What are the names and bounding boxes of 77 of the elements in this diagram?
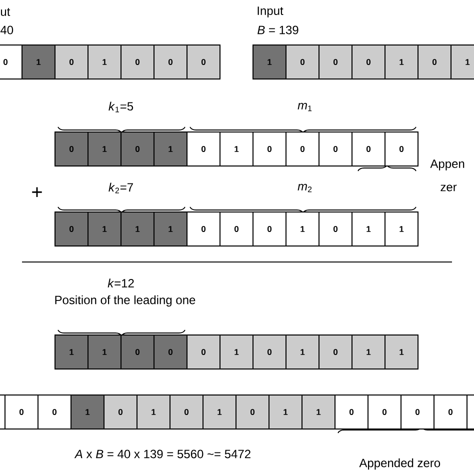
bit-cell: 1 [220,334,254,370]
label: Appended zero [359,458,440,470]
bit-cell: 0 [154,44,188,80]
bit-cell: 0 [252,334,286,370]
bit-cell: 1 [384,212,418,246]
plus-sign: + [32,187,42,198]
bit-cell: 0 [54,132,88,166]
bit-cell: 1 [286,334,320,370]
bit-cell: 1 [136,394,170,430]
label: k$_{2}$=7 [108,182,133,194]
bit-cell: 1 [286,212,320,246]
label: B = 139 [258,26,298,34]
bit-cell: 1 [384,44,418,80]
bit-cell: 0 [286,132,320,166]
bit-cell: 1 [54,334,88,370]
bit-cell: 1 [268,394,302,430]
bit-cell: 0 [252,132,286,166]
label: Appen [430,160,464,170]
bit-cell: 0 [220,212,254,246]
bit-cell: 0 [318,212,352,246]
bit-cell: 0 [38,394,72,430]
bit-cell: 0 [400,394,434,430]
bit-cell: 1 [88,44,122,80]
bit-cell [466,394,474,430]
bit-cell: 1 [88,334,122,370]
bit-cell: 1 [154,132,188,166]
bit-cell: 0 [434,394,468,430]
label: m$_{1}$ [298,102,312,112]
bit-cell: 0 [170,394,204,430]
bit-cell: 0 [318,132,352,166]
bit-cell: 0 [352,44,386,80]
bit-cell: 0 [418,44,452,80]
bit-cell: 0 [104,394,138,430]
bit-cell: 1 [352,334,386,370]
bit-cell: 1 [220,132,254,166]
label: m$_{2}$ [298,184,312,192]
bit-cell: 0 [334,394,368,430]
bit-cell: 1 [202,394,236,430]
bit-cell: 0 [186,334,220,370]
bit-cell: 1 [88,132,122,166]
label: k$_{1}$=5 [108,102,134,112]
label: ut [0,8,10,16]
bit-cell: 0 [120,334,154,370]
bit-cell: 0 [252,212,286,246]
bit-cell: 1 [22,44,56,80]
bit-cell: 0 [154,334,188,370]
bit-cell: 0 [318,334,352,370]
bit-cell: 1 [88,212,122,246]
bit-cell: 0 [120,132,154,166]
bit-cell: 1 [302,394,336,430]
bit-cell: 1 [70,394,104,430]
bit-cell: 0 [186,132,220,166]
bit-cell: 1 [384,334,418,370]
bit-cell: 0 [368,394,402,430]
label: zer [440,184,457,192]
bit-cell: 1 [352,212,386,246]
bit-cell: 0 [236,394,270,430]
bit-cell: 0 [120,44,154,80]
formula: A x B = 40 x 139 = 5560 ~= 5472 [74,450,250,458]
label: k=12 [108,278,134,288]
bit-cell: 0 [54,212,88,246]
bit-cell: 0 [0,44,22,80]
bit-cell: 1 [154,212,188,246]
label: 40 [0,26,14,34]
bit-cell: 0 [186,212,220,246]
bit-cell: 1 [450,44,474,80]
bit-cell: 1 [252,44,286,80]
bit-cell: 1 [120,212,154,246]
bit-cell: 0 [318,44,352,80]
node-label: 1 [466,59,470,65]
bit-cell: 0 [54,44,88,80]
bit-cell: 0 [384,132,418,166]
bit-cell: 0 [186,44,220,80]
bit-cell: 0 [286,44,320,80]
bit-cell: 0 [352,132,386,166]
label: Input [258,6,284,18]
label: Position of the leading one [55,295,196,307]
